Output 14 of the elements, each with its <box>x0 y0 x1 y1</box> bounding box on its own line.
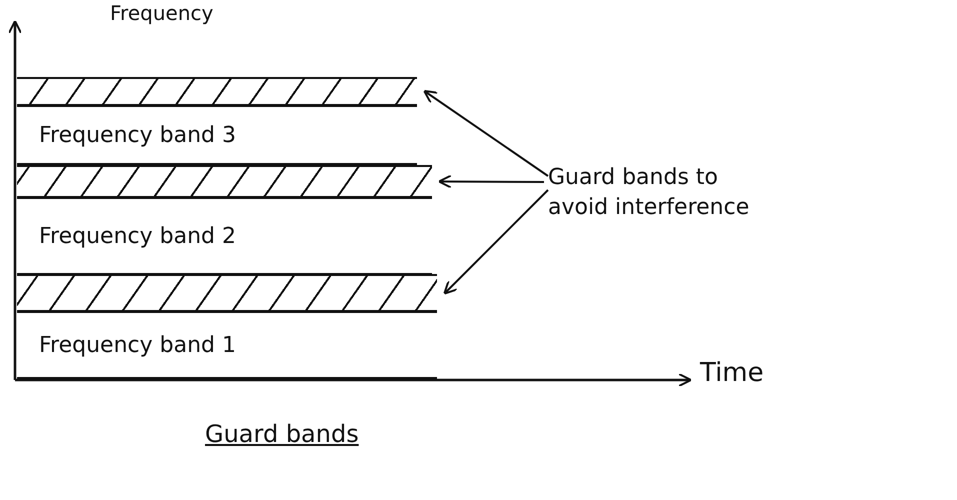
guard-band <box>17 165 432 198</box>
caption: Guard bands <box>205 420 359 448</box>
frequency-band <box>17 311 437 379</box>
arrow <box>438 174 544 189</box>
axis-label: Frequency <box>110 1 214 25</box>
band-label: Frequency band 3 <box>38 122 236 148</box>
axis-label: Time <box>700 358 764 388</box>
annotation-text: Guard bands to avoid interference <box>548 164 750 222</box>
band-label: Frequency band 1 <box>38 332 236 358</box>
guard-band <box>17 274 437 312</box>
guard-band <box>17 77 417 106</box>
arrow <box>423 90 549 177</box>
band-label: Frequency band 2 <box>38 224 236 248</box>
arrow <box>443 189 549 295</box>
